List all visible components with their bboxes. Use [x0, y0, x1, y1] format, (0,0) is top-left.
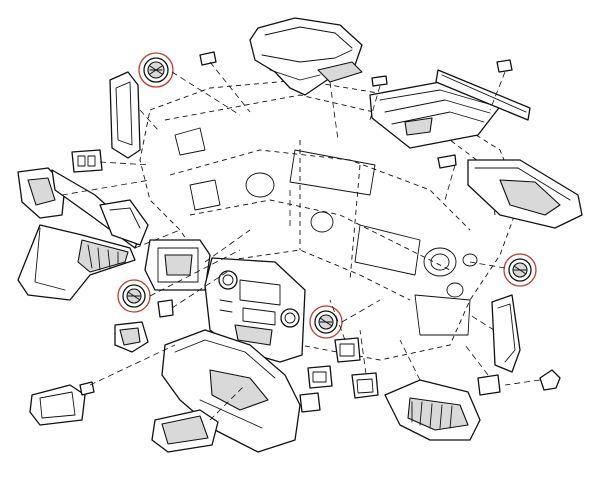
- glove-box: [384, 379, 481, 441]
- clip-top-left: [199, 51, 217, 66]
- vent-icon: [138, 52, 174, 88]
- vent-center-left: [117, 279, 151, 313]
- left-side-trim: [109, 71, 141, 159]
- switch-block: [71, 149, 103, 173]
- center-console-bezel: [204, 257, 306, 363]
- clip-lower-right: [299, 392, 321, 413]
- clip-top-mid: [371, 75, 388, 87]
- top-storage-lid: [369, 81, 506, 149]
- switch-panel-c: [351, 372, 379, 399]
- right-upper-cover: [467, 159, 583, 229]
- dashboard-carrier: [139, 79, 521, 361]
- left-lower-drawer: [29, 381, 95, 426]
- vent-right: [503, 253, 537, 287]
- right-end-trim: [491, 294, 521, 373]
- lower-console: [161, 329, 301, 453]
- switch-panel-a: [334, 337, 361, 363]
- clip-right-small: [437, 154, 457, 169]
- switch-panel-b: [307, 365, 333, 389]
- leader-lines: [61, 61, 541, 421]
- right-small-cap: [477, 374, 501, 396]
- bottom-tray: [151, 409, 219, 453]
- clip-console: [157, 299, 174, 318]
- right-knob: [539, 369, 561, 391]
- left-storage-bin: [17, 224, 136, 301]
- cluster-hood: [249, 17, 363, 96]
- vent-left: [138, 52, 174, 88]
- left-pocket-small: [114, 321, 149, 353]
- trim-strip-long: [435, 69, 531, 121]
- vent-center-right: [309, 305, 343, 339]
- radio-bracket: [144, 239, 211, 291]
- clip-top-right: [496, 59, 513, 73]
